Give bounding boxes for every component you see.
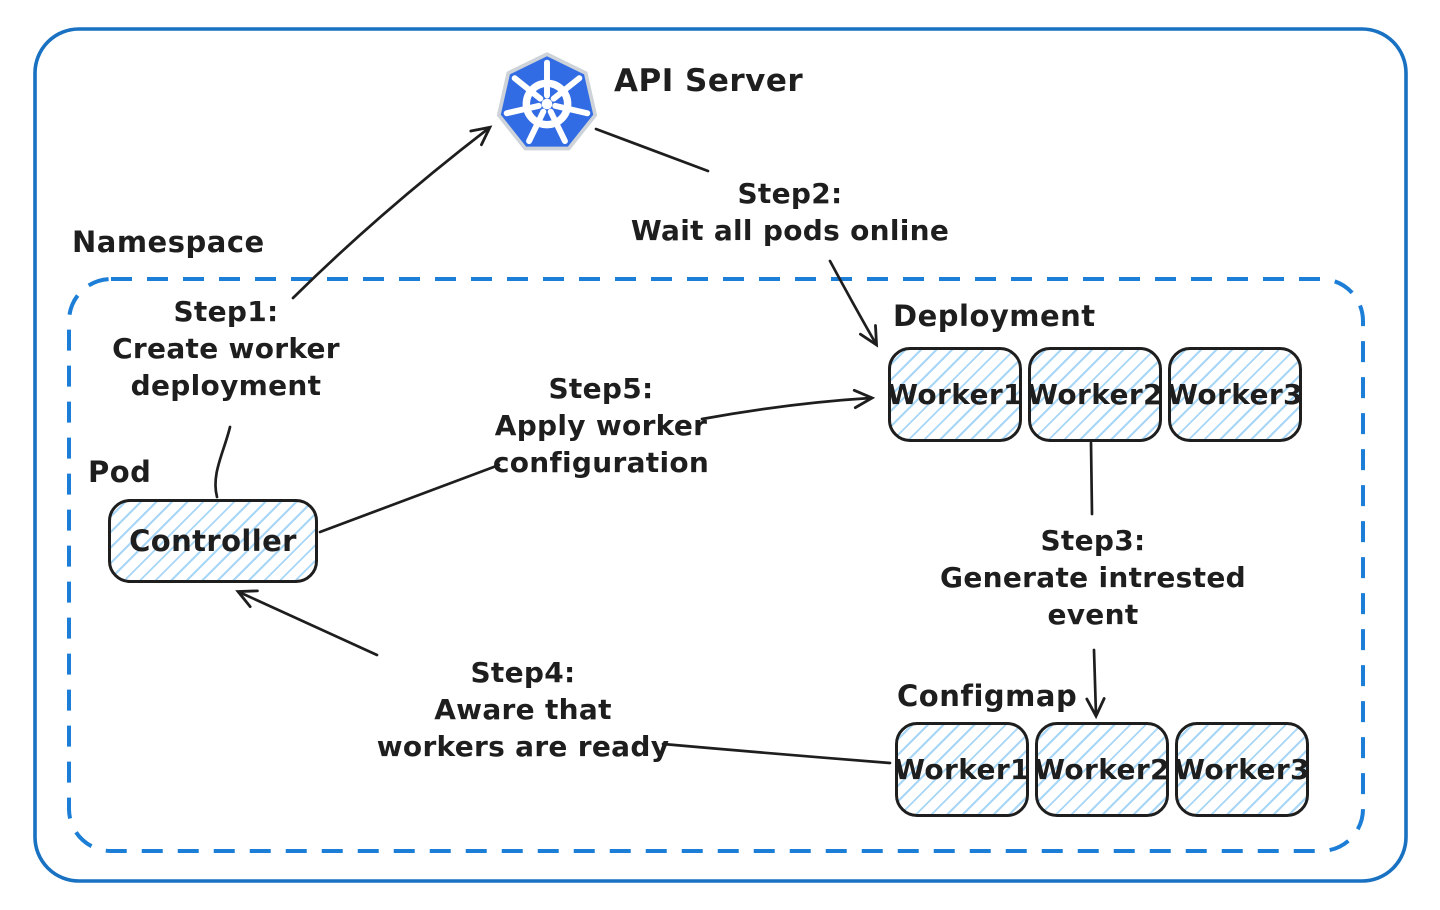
api-server-label: API Server [614, 63, 804, 99]
configmap-worker1-node: Worker1 [894, 722, 1030, 817]
deployment-worker2-node: Worker2 [1027, 347, 1163, 442]
configmap-worker2-node: Worker2 [1034, 722, 1170, 817]
step4-line: Step4: [470, 656, 576, 689]
configmap-workers: Worker1 Worker2 Worker3 [894, 722, 1310, 817]
deployment-worker1-node: Worker1 [887, 347, 1023, 442]
step1-annotation: Step1: Create worker deployment [112, 293, 340, 404]
step2-annotation: Step2: Wait all pods online [631, 175, 949, 249]
line-step1-to-controller [214, 425, 232, 499]
worker-label: Worker2 [1027, 378, 1163, 411]
step2-line: Step2: [737, 177, 843, 210]
step3-line: event [1047, 598, 1139, 631]
step3-line: Step3: [1040, 524, 1146, 557]
arrow-step3-to-configmap [1085, 648, 1106, 720]
step5-line: Apply worker [494, 409, 708, 442]
step5-annotation: Step5: Apply worker configuration [493, 370, 709, 481]
configmap-worker3-node: Worker3 [1174, 722, 1310, 817]
namespace-boundary [67, 277, 1365, 853]
step1-line: deployment [130, 369, 322, 402]
step3-line: Generate intrested [940, 561, 1246, 594]
arrow-step1-to-api-server [291, 125, 493, 300]
worker-label: Worker3 [1167, 378, 1303, 411]
worker-label: Worker2 [1034, 753, 1170, 786]
controller-node-label: Controller [129, 524, 297, 558]
step4-annotation: Step4: Aware that workers are ready [377, 654, 670, 765]
step4-line: Aware that [434, 693, 612, 726]
cluster-frame [33, 27, 1408, 883]
worker-label: Worker1 [887, 378, 1023, 411]
step5-line: Step5: [548, 372, 654, 405]
arrow-step4-to-controller [235, 589, 379, 657]
step3-annotation: Step3: Generate intrested event [940, 522, 1246, 633]
worker-label: Worker3 [1174, 753, 1310, 786]
line-configmap-to-step4 [661, 742, 892, 765]
pod-label: Pod [88, 455, 152, 489]
step2-line: Wait all pods online [630, 214, 950, 247]
line-controller-to-step5 [318, 463, 501, 534]
worker-label: Worker1 [894, 753, 1030, 786]
kubernetes-icon [494, 51, 600, 157]
deployment-label: Deployment [893, 299, 1096, 333]
step5-line: configuration [492, 446, 710, 479]
deployment-workers: Worker1 Worker2 Worker3 [887, 347, 1303, 442]
arrow-step2-to-deployment [828, 259, 879, 348]
namespace-label: Namespace [72, 225, 265, 259]
controller-node: Controller [108, 499, 318, 583]
step4-line: workers are ready [376, 730, 670, 763]
step1-line: Create worker [112, 332, 340, 365]
line-api-server-to-step2 [594, 127, 710, 173]
step1-line: Step1: [173, 295, 279, 328]
configmap-label: Configmap [897, 679, 1078, 713]
deployment-worker3-node: Worker3 [1167, 347, 1303, 442]
line-worker2-to-step3 [1089, 441, 1094, 516]
arrow-step5-to-deployment [700, 388, 876, 421]
